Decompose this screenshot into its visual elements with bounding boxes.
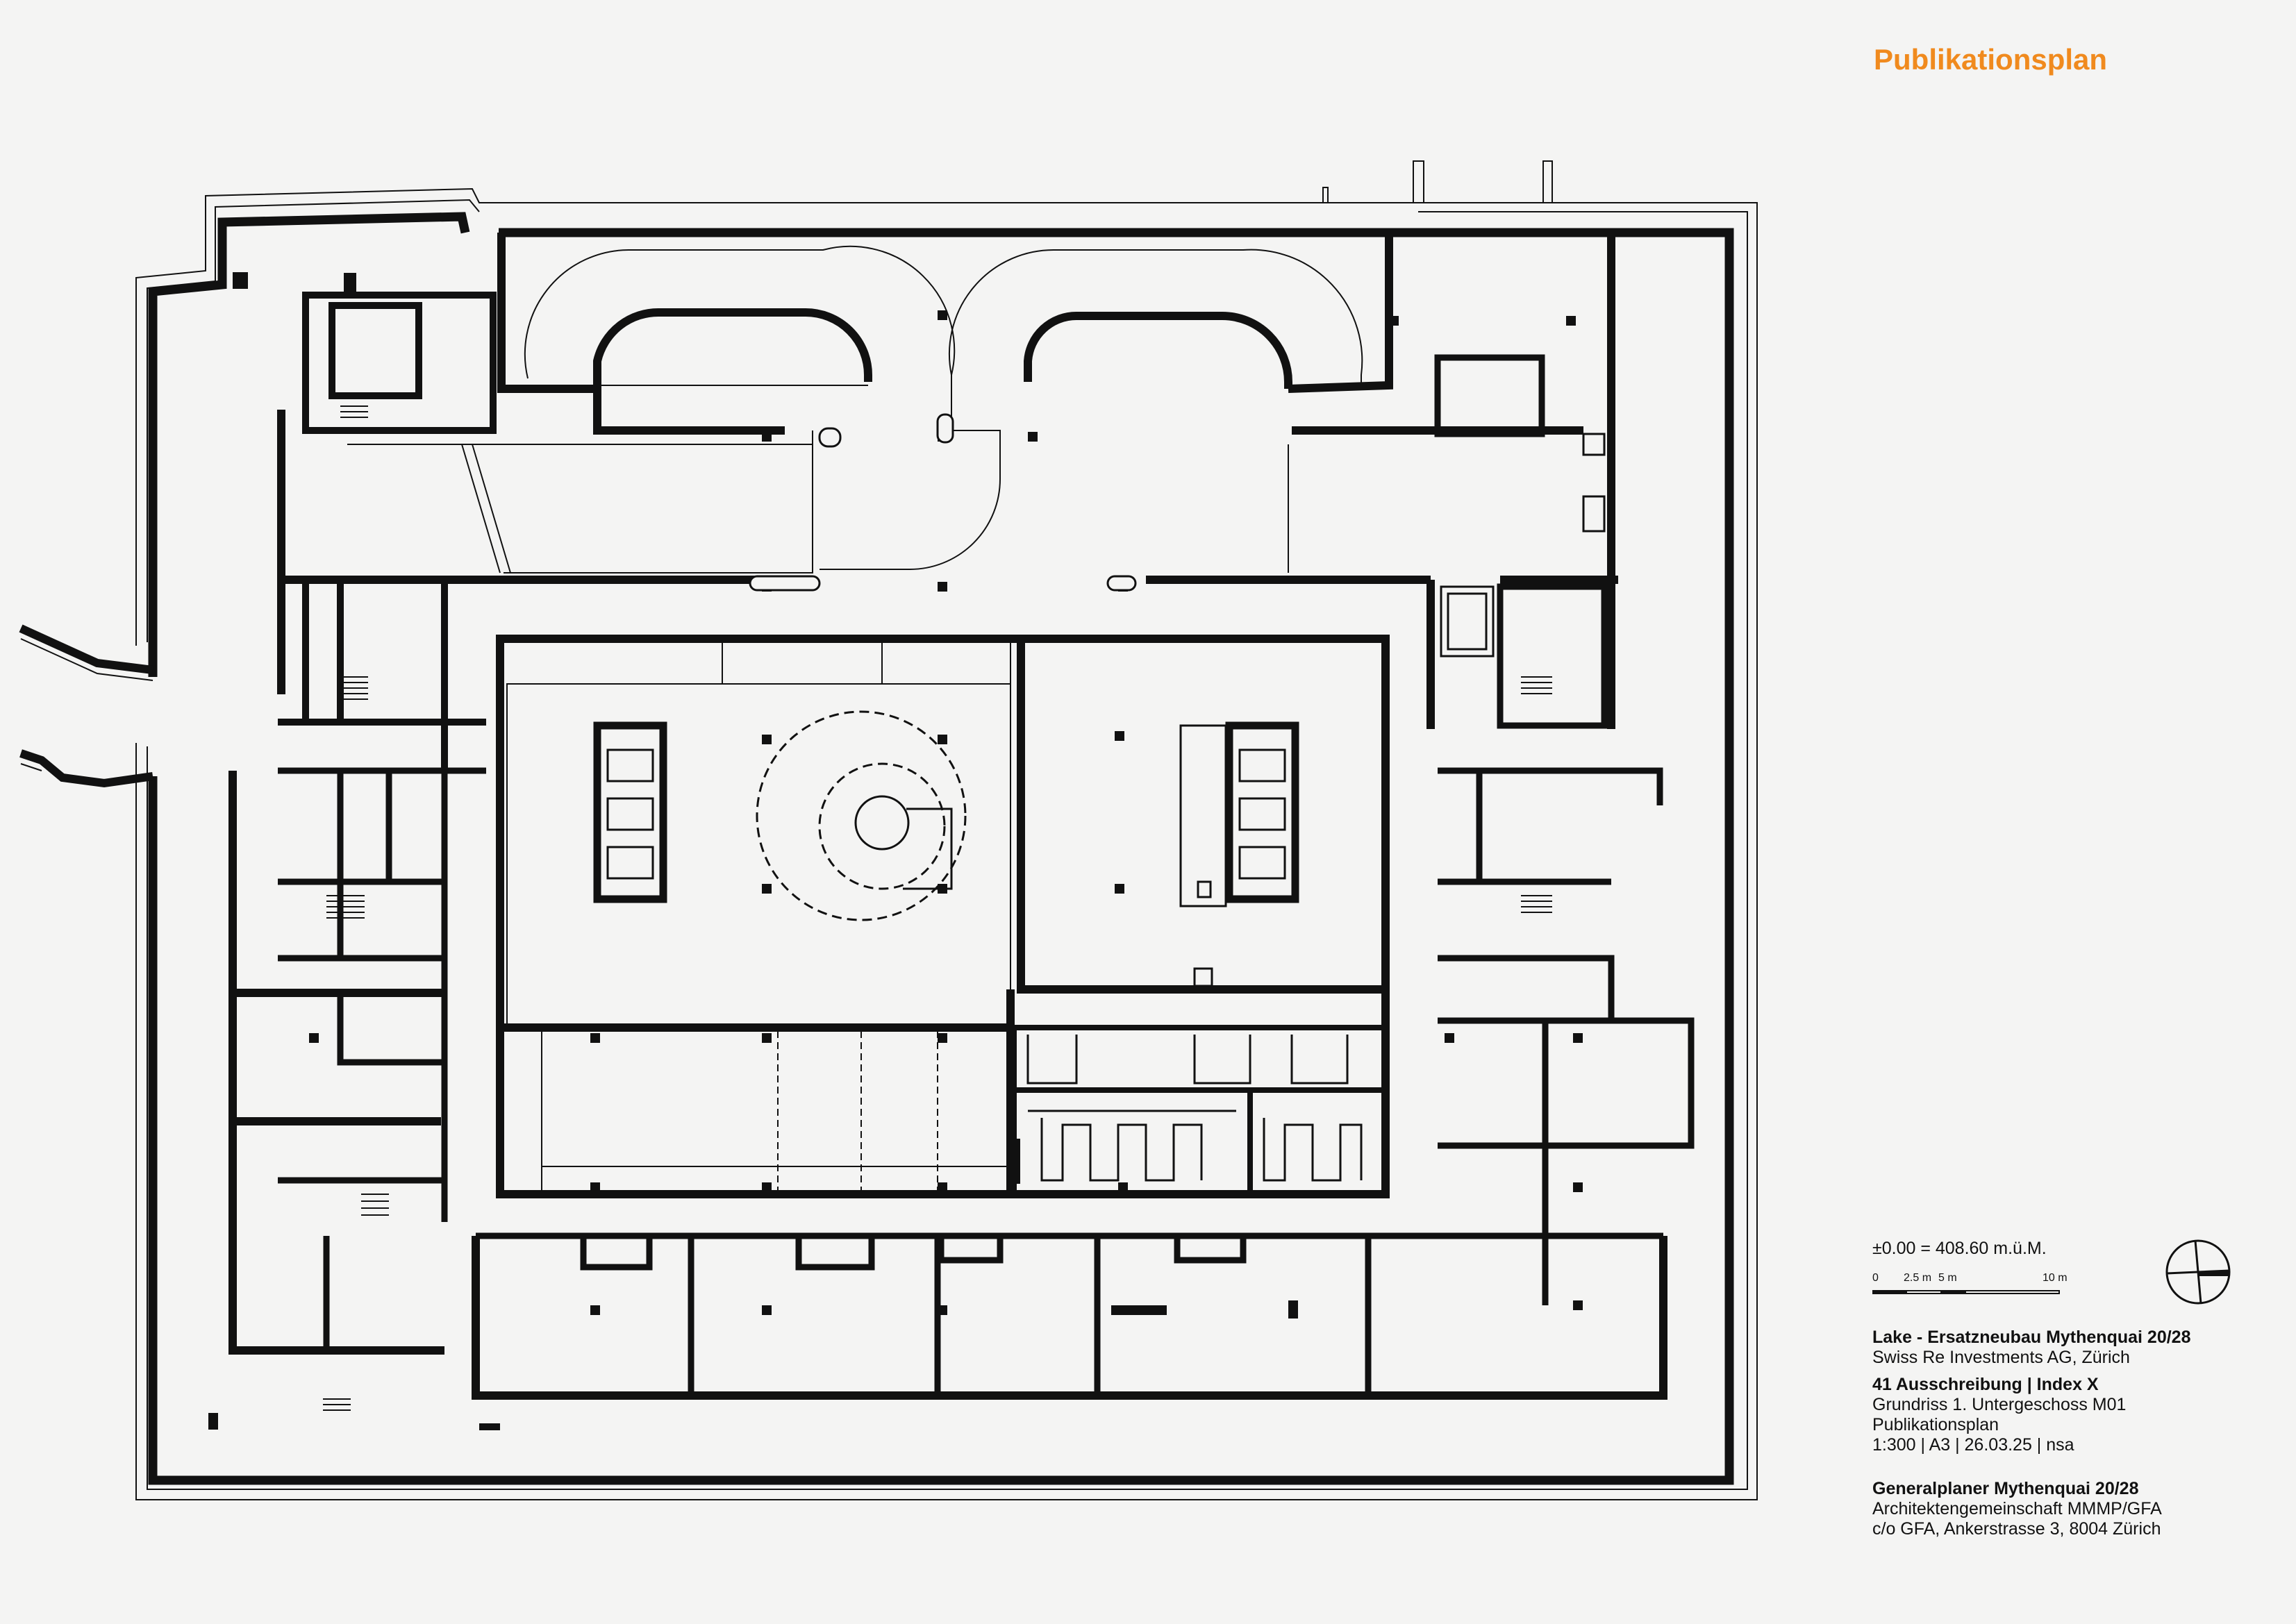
elevation-reference: ±0.00 = 408.60 m.ü.M. [1872, 1239, 2047, 1258]
page-title: Publikationsplan [1874, 43, 2108, 76]
round-columns [749, 413, 1606, 987]
service-block [1011, 1025, 1388, 1197]
drawing-type: Publikationsplan [1872, 1415, 1999, 1434]
bottom-rooms [476, 1232, 1663, 1396]
atrium-lines [506, 639, 1011, 1191]
phase-title: 41 Ausschreibung | Index X [1872, 1375, 2099, 1394]
left-rooms [278, 767, 486, 1350]
scale-bar-line [1872, 1290, 2060, 1294]
scale-label-10: 10 m [2043, 1272, 2068, 1284]
property-outline [135, 160, 1758, 1500]
planner-name: Generalplaner Mythenquai 20/28 [1872, 1479, 2139, 1498]
right-rooms [1434, 354, 1695, 1305]
outer-walls [148, 212, 1734, 1485]
core-walls [228, 635, 1667, 1400]
lift-cabins [606, 724, 1286, 907]
scale-label-0: 0 [1872, 1272, 1879, 1284]
service-fixtures [1026, 1035, 1363, 1182]
title-block: Lake - Ersatzneubau Mythenquai 20/28 Swi… [1872, 1328, 2190, 1539]
ramp-lines [347, 245, 1363, 574]
spiral-stair [756, 710, 967, 921]
columns [208, 272, 1583, 1430]
planner-address: c/o GFA, Ankerstrasse 3, 8004 Zürich [1872, 1519, 2161, 1539]
client-name: Swiss Re Investments AG, Zürich [1872, 1348, 2130, 1367]
stairs [323, 405, 1552, 1411]
mid-walls [277, 233, 1618, 729]
entrance-ramp [19, 624, 153, 788]
project-name: Lake - Ersatzneubau Mythenquai 20/28 [1872, 1328, 2191, 1347]
left-core [278, 292, 497, 771]
scale-label-5: 5 m [1938, 1272, 1957, 1284]
spiral-stair-core [854, 795, 953, 890]
drawing-meta: 1:300 | A3 | 26.03.25 | nsa [1872, 1435, 2074, 1455]
north-arrow-icon [2165, 1239, 2231, 1305]
scale-bar: 0 2.5 m 5 m 10 m [1872, 1272, 2074, 1300]
drawing-name: Grundriss 1. Untergeschoss M01 [1872, 1395, 2127, 1414]
planner-office: Architektengemeinschaft MMMP/GFA [1872, 1499, 2162, 1518]
ramp-walls [497, 233, 1583, 435]
lift-cores [593, 721, 1299, 903]
scale-label-2-5: 2.5 m [1904, 1272, 1932, 1284]
